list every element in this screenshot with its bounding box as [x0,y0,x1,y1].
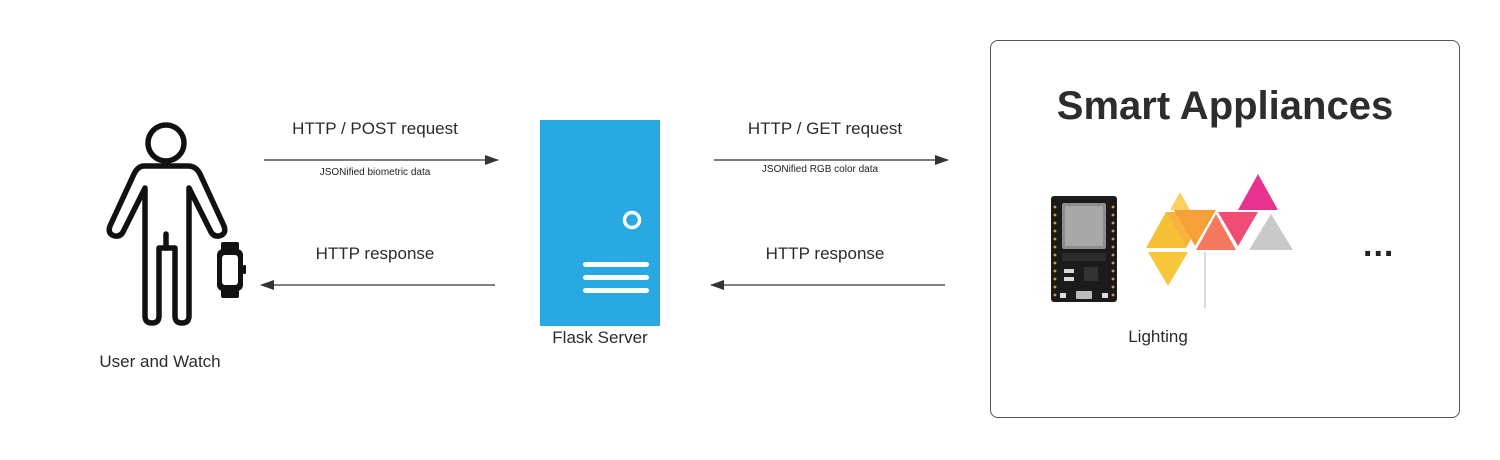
microcontroller-board-icon [1051,196,1117,302]
server-icon [540,120,660,326]
biometric-data-label: JSONified biometric data [319,167,431,178]
response-label-left: HTTP response [315,244,435,263]
more-appliances-indicator: ... [1363,226,1395,264]
response-label-right: HTTP response [765,244,885,263]
rgb-data-label: JSONified RGB color data [761,164,879,175]
server-label: Flask Server [552,328,648,347]
person-icon [106,122,246,326]
smartwatch-icon [217,242,246,298]
user-label: User and Watch [99,352,221,371]
get-request-label: HTTP / GET request [747,119,903,138]
lighting-label: Lighting [1128,327,1188,346]
triangle-light-panels-icon [1146,174,1293,308]
post-request-label: HTTP / POST request [292,119,458,138]
panel-title: Smart Appliances [1056,84,1394,128]
